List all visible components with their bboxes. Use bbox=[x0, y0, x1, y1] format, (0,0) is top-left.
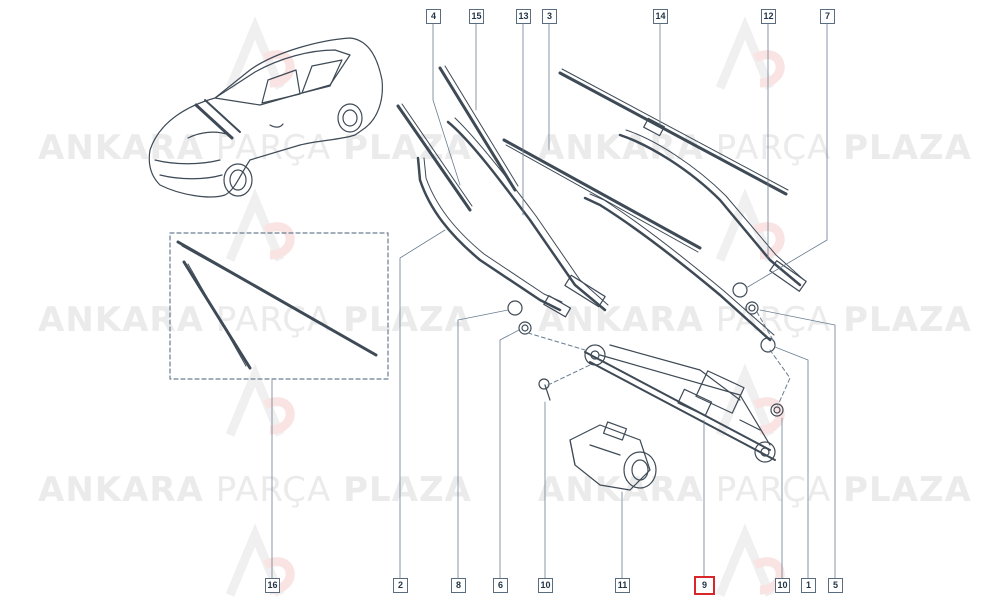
logo-watermark bbox=[225, 188, 295, 262]
leader-8 bbox=[457, 309, 509, 579]
part-label-2[interactable]: 2 bbox=[393, 578, 408, 593]
part-label-15[interactable]: 15 bbox=[469, 9, 484, 24]
wiper-blade-4 bbox=[396, 104, 472, 212]
leader-7 bbox=[745, 23, 828, 289]
car-illustration bbox=[148, 37, 383, 198]
watermark-text: ANKARA PARÇA PLAZA bbox=[38, 128, 472, 168]
part-label-5[interactable]: 5 bbox=[828, 578, 843, 593]
wiper-arm-2 bbox=[416, 156, 562, 312]
wiper-motor bbox=[569, 421, 657, 491]
nut-10 bbox=[770, 403, 784, 417]
wiper-arm-12 bbox=[618, 133, 802, 287]
wiper-blade-15 bbox=[438, 66, 517, 192]
part-label-8[interactable]: 8 bbox=[451, 578, 466, 593]
nut-6 bbox=[518, 321, 532, 335]
part-label-1[interactable]: 1 bbox=[801, 578, 816, 593]
blade-set-box bbox=[169, 232, 389, 380]
part-label-13[interactable]: 13 bbox=[516, 9, 531, 24]
logo-watermark bbox=[225, 16, 295, 90]
part-label-12[interactable]: 12 bbox=[761, 9, 776, 24]
watermark-text: ANKARA PARÇA PLAZA bbox=[38, 470, 472, 510]
cap-7 bbox=[732, 282, 748, 298]
part-label-14[interactable]: 14 bbox=[653, 9, 668, 24]
part-label-6[interactable]: 6 bbox=[493, 578, 508, 593]
leader-4 bbox=[432, 23, 461, 186]
nut-5 bbox=[745, 301, 759, 315]
part-label-4[interactable]: 4 bbox=[426, 9, 441, 24]
logo-watermark bbox=[715, 523, 785, 597]
leader-1 bbox=[774, 346, 809, 579]
leader-6 bbox=[499, 329, 520, 579]
part-label-7[interactable]: 7 bbox=[820, 9, 835, 24]
watermark-text: ANKARA PARÇA PLAZA bbox=[538, 470, 972, 510]
part-label-16[interactable]: 16 bbox=[265, 578, 280, 593]
linkage-assembly bbox=[584, 344, 776, 463]
watermark-text: ANKARA PARÇA PLAZA bbox=[38, 300, 472, 340]
bolt-10 bbox=[544, 384, 551, 401]
leader-5 bbox=[759, 309, 836, 579]
part-label-3[interactable]: 3 bbox=[542, 9, 557, 24]
leader-2 bbox=[399, 229, 446, 579]
part-label-10[interactable]: 10 bbox=[775, 578, 790, 593]
part-label-11[interactable]: 11 bbox=[615, 578, 630, 593]
wiper-arm-13 bbox=[446, 120, 607, 312]
part-label-10[interactable]: 10 bbox=[538, 578, 553, 593]
part-label-9-selected[interactable]: 9 bbox=[694, 576, 715, 595]
wiper-blade-3 bbox=[502, 138, 702, 250]
wiper-arm-1 bbox=[583, 196, 772, 342]
wiper-blade-14 bbox=[558, 71, 788, 196]
cap-8 bbox=[507, 300, 523, 316]
